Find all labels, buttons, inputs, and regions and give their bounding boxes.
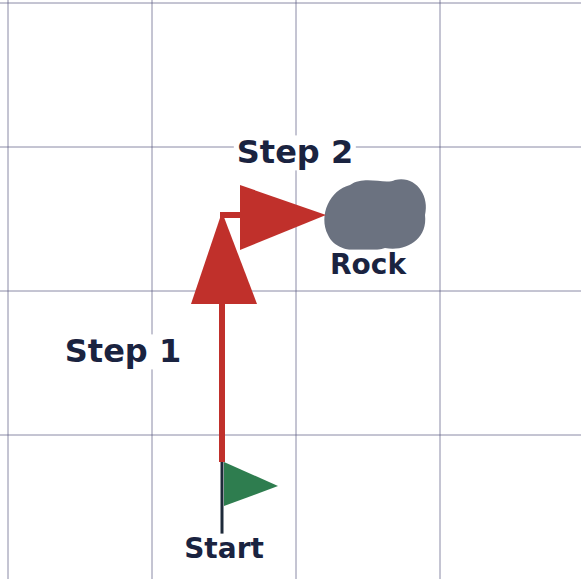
start-flag bbox=[224, 462, 278, 506]
step-2-arrow-head bbox=[240, 185, 326, 250]
flag-pole bbox=[221, 462, 224, 535]
step-label: Step 2 bbox=[234, 135, 356, 170]
start-label: Start bbox=[181, 534, 267, 565]
rock-shape bbox=[324, 179, 426, 251]
object-label: Rock bbox=[327, 250, 409, 281]
step-1-arrow-shaft bbox=[219, 300, 225, 462]
step-label: Step 1 bbox=[62, 334, 184, 369]
